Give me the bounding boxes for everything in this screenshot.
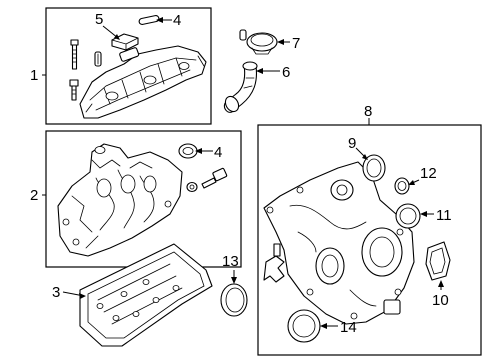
callout-3-label: 3 xyxy=(52,284,60,301)
callout-13: 13 xyxy=(222,253,239,284)
valve-cover-bolt-stud xyxy=(70,39,79,70)
callout-12: 12 xyxy=(408,165,437,185)
callout-7: 7 xyxy=(277,35,300,52)
water-pump-gasket xyxy=(425,241,451,281)
callout-13-label: 13 xyxy=(222,253,239,270)
callout-8-label: 8 xyxy=(364,103,372,120)
pcv-hose xyxy=(223,61,258,113)
callout-14: 14 xyxy=(320,319,357,336)
valve-cover xyxy=(79,45,207,119)
callout-11: 11 xyxy=(420,207,452,224)
cylinder-head-bolt-assembly xyxy=(186,167,228,193)
callout-11-label: 11 xyxy=(436,207,452,224)
crankshaft-front-seal xyxy=(287,309,321,343)
pcv-valve-cap xyxy=(239,29,278,55)
valve-cover-bolt xyxy=(69,79,79,101)
callout-7-label: 7 xyxy=(292,35,300,52)
callout-10: 10 xyxy=(432,280,449,309)
callout-1: 1 xyxy=(30,67,46,84)
timing-cover xyxy=(263,161,415,325)
timing-cover-fitting xyxy=(263,243,285,283)
callout-10-label: 10 xyxy=(432,292,449,309)
rear-main-seal xyxy=(220,283,248,317)
timing-cover-seal xyxy=(362,154,386,182)
callout-4-top-label: 4 xyxy=(173,12,181,29)
crankshaft-seal xyxy=(394,177,410,195)
callout-4-top: 4 xyxy=(156,12,181,29)
callout-6-label: 6 xyxy=(282,64,290,81)
callout-9-label: 9 xyxy=(348,135,356,152)
callout-4-middle-label: 4 xyxy=(214,144,222,161)
oil-fill-tube xyxy=(94,51,102,67)
callout-4-middle: 4 xyxy=(195,144,222,161)
valve-cover-group-box xyxy=(45,7,212,125)
callout-2-label: 2 xyxy=(30,187,38,204)
callout-14-label: 14 xyxy=(340,319,357,336)
callout-8: 8 xyxy=(364,103,372,125)
callout-12-label: 12 xyxy=(420,165,437,182)
oil-pan-gasket xyxy=(79,243,213,347)
callout-1-label: 1 xyxy=(30,67,38,84)
pcv-valve-grommet xyxy=(138,14,160,26)
callout-2: 2 xyxy=(30,187,46,204)
front-cover-oil-seal xyxy=(395,203,421,229)
callout-9: 9 xyxy=(348,135,368,160)
cylinder-head xyxy=(57,143,183,257)
callout-5: 5 xyxy=(95,11,120,40)
callout-3: 3 xyxy=(52,284,86,301)
camshaft-seal xyxy=(178,143,198,159)
callout-6: 6 xyxy=(256,64,290,81)
callout-5-label: 5 xyxy=(95,11,103,28)
